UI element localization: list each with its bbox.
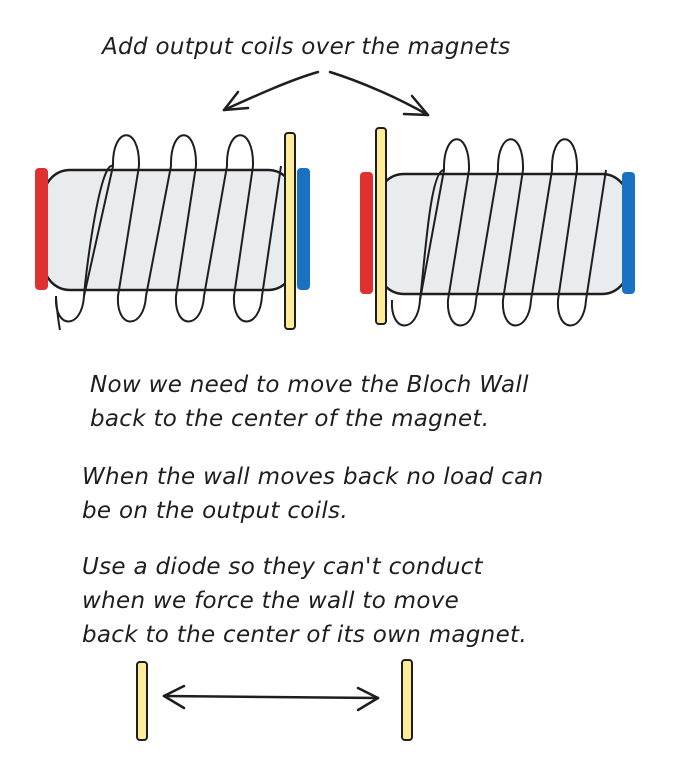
left-magnet-south-pole bbox=[297, 168, 310, 290]
text-line: back to the center of the magnet. bbox=[90, 406, 490, 432]
text-line: back to the center of its own magnet. bbox=[82, 622, 527, 648]
text-line: when we force the wall to move bbox=[82, 588, 460, 614]
left-output-coil bbox=[54, 134, 282, 331]
double-arrow bbox=[162, 684, 380, 712]
paragraph-diode: Use a diode so they can't conduct when w… bbox=[82, 550, 527, 652]
text-line: When the wall moves back no load can bbox=[82, 464, 544, 490]
bottom-right-bloch-wall bbox=[401, 659, 413, 741]
text-line: be on the output coils. bbox=[82, 498, 348, 524]
left-magnet bbox=[35, 132, 310, 331]
bottom-diagram bbox=[136, 659, 413, 741]
bottom-left-bloch-wall bbox=[136, 661, 148, 741]
right-magnet-south-pole bbox=[622, 172, 635, 294]
paragraph-bloch-wall: Now we need to move the Bloch Wall back … bbox=[90, 368, 529, 436]
arrow-to-right-magnet bbox=[328, 70, 430, 117]
text-line: Now we need to move the Bloch Wall bbox=[90, 372, 529, 398]
right-magnet bbox=[360, 127, 635, 327]
right-magnet-north-pole bbox=[360, 172, 373, 294]
left-magnet-north-pole bbox=[35, 168, 48, 290]
arrow-to-left-magnet bbox=[222, 70, 320, 112]
left-magnet-body bbox=[42, 168, 296, 292]
right-bloch-wall bbox=[375, 127, 387, 325]
paragraph-no-load: When the wall moves back no load can be … bbox=[82, 460, 543, 528]
left-bloch-wall bbox=[284, 132, 296, 330]
diagram-title: Add output coils over the magnets bbox=[102, 34, 511, 60]
text-line: Use a diode so they can't conduct bbox=[82, 554, 483, 580]
right-output-coil bbox=[390, 138, 607, 327]
